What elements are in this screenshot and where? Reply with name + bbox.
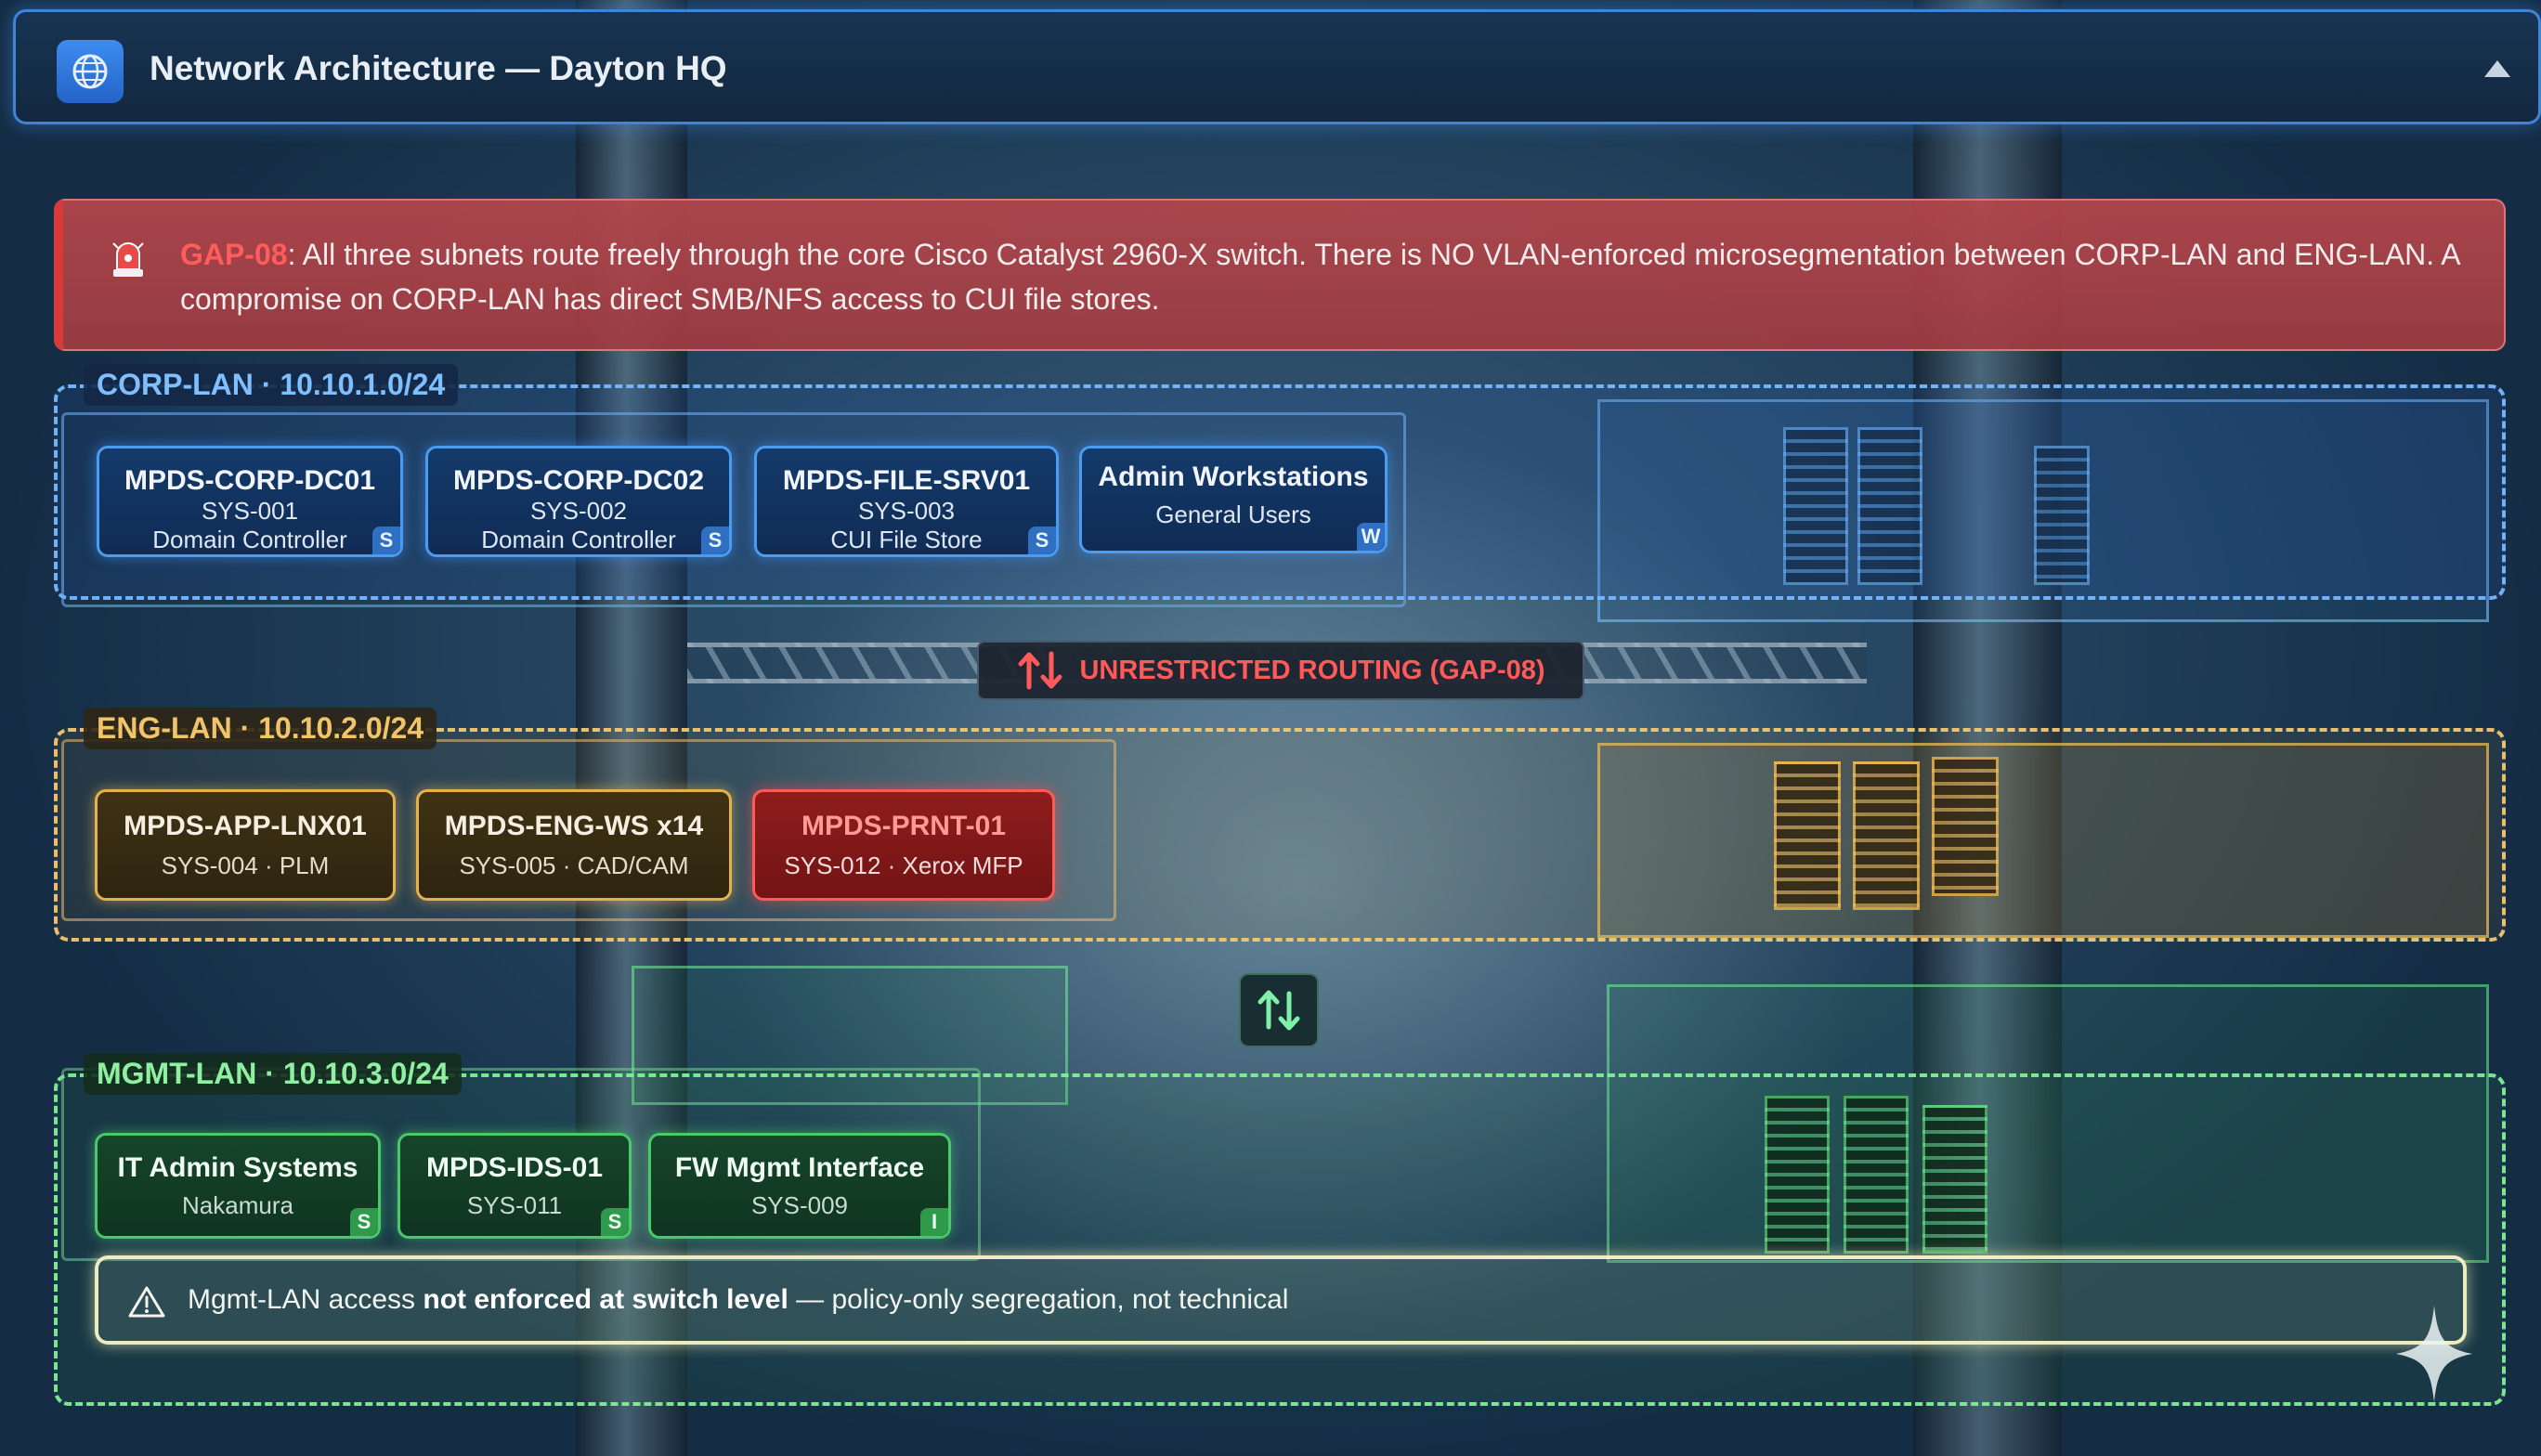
corp-lan-label: CORP-LAN · 10.10.1.0/24: [84, 364, 459, 406]
eng-lan-label: ENG-LAN · 10.10.2.0/24: [84, 708, 437, 749]
node-admin-workstations[interactable]: Admin Workstations General Users W: [1079, 446, 1388, 553]
background-server-rack: [1774, 761, 1841, 910]
background-server-rack: [1765, 1096, 1830, 1254]
alert-siren-icon: [110, 238, 147, 280]
node-detail: Nakamura: [182, 1191, 293, 1219]
mgmt-warning-bar: Mgmt-LAN access not enforced at switch l…: [95, 1255, 2467, 1345]
background-server-rack: [2034, 446, 2090, 585]
mgmt-lan-zone: [54, 1073, 2506, 1406]
mgmt-lan-label: MGMT-LAN · 10.10.3.0/24: [84, 1053, 462, 1095]
warning-suffix: — policy-only segregation, not technical: [788, 1284, 1289, 1315]
node-mpds-corp-dc01[interactable]: MPDS-CORP-DC01 SYS-001 Domain Controller…: [97, 446, 403, 557]
node-name: Admin Workstations: [1098, 462, 1369, 492]
node-name: MPDS-CORP-DC02: [452, 465, 705, 496]
node-role: CUI File Store: [830, 526, 983, 553]
node-mpds-ids-01[interactable]: MPDS-IDS-01 SYS-011 S: [397, 1133, 632, 1239]
node-detail: SYS-012 · Xerox MFP: [784, 852, 1023, 879]
sparkle-icon: [2396, 1306, 2472, 1402]
node-name: IT Admin Systems: [117, 1152, 358, 1183]
node-mpds-corp-dc02[interactable]: MPDS-CORP-DC02 SYS-002 Domain Controller…: [425, 446, 732, 557]
background-server-rack: [1844, 1096, 1909, 1254]
node-fw-mgmt-interface[interactable]: FW Mgmt Interface SYS-009 I: [648, 1133, 951, 1239]
unrestricted-routing-banner: UNRESTRICTED ROUTING (GAP-08): [977, 641, 1584, 700]
background-server-rack: [1932, 757, 1999, 896]
node-role: Domain Controller: [481, 526, 676, 553]
server-badge: S: [372, 526, 400, 554]
server-badge: S: [701, 526, 729, 554]
gap-alert-banner: GAP-08: All three subnets route freely t…: [54, 199, 2506, 351]
node-mpds-eng-ws[interactable]: MPDS-ENG-WS x14 SYS-005 · CAD/CAM: [416, 789, 732, 901]
background-server-rack: [1857, 427, 1922, 585]
node-id: SYS-002: [529, 497, 628, 525]
mgmt-lan-platform: [61, 1068, 981, 1261]
background-server-rack: [1922, 1105, 1987, 1254]
routing-label: UNRESTRICTED ROUTING (GAP-08): [1079, 655, 1545, 685]
node-name: MPDS-FILE-SRV01: [782, 465, 1031, 496]
background-server-rack: [1783, 427, 1848, 585]
node-mpds-app-lnx01[interactable]: MPDS-APP-LNX01 SYS-004 · PLM: [95, 789, 396, 901]
background-server-rack: [1853, 761, 1920, 910]
node-role: Domain Controller: [152, 526, 347, 553]
warning-triangle-icon: [128, 1286, 165, 1318]
alert-message: GAP-08: All three subnets route freely t…: [180, 232, 2493, 321]
bidirectional-arrows-icon: [1018, 651, 1062, 690]
corp-lan-platform: [61, 412, 1406, 607]
node-mpds-file-srv01[interactable]: MPDS-FILE-SRV01 SYS-003 CUI File Store S: [754, 446, 1059, 557]
node-name: MPDS-IDS-01: [425, 1152, 604, 1183]
node-name: MPDS-ENG-WS x14: [444, 811, 704, 841]
server-badge: S: [1028, 526, 1056, 554]
node-name: MPDS-APP-LNX01: [124, 811, 367, 841]
background-server-enclosure: [632, 966, 1068, 1105]
node-name: FW Mgmt Interface: [674, 1152, 925, 1183]
node-name: MPDS-PRNT-01: [801, 811, 1007, 841]
globe-icon: [57, 40, 124, 103]
caret-up-icon[interactable]: [2484, 60, 2510, 77]
node-role: General Users: [1155, 500, 1311, 528]
node-it-admin-systems[interactable]: IT Admin Systems Nakamura S: [95, 1133, 381, 1239]
server-badge: S: [350, 1208, 378, 1236]
warning-prefix: Mgmt-LAN access: [188, 1284, 424, 1315]
up-down-arrows-icon[interactable]: [1239, 973, 1319, 1047]
node-detail: SYS-004 · PLM: [161, 852, 330, 879]
server-badge: S: [601, 1208, 629, 1236]
background-server-enclosure: [1597, 743, 2489, 938]
node-id: SYS-001: [201, 497, 299, 525]
node-detail: SYS-005 · CAD/CAM: [459, 852, 689, 879]
warning-emphasis: not enforced at switch level: [423, 1284, 788, 1315]
node-name: MPDS-CORP-DC01: [124, 465, 376, 496]
eng-lan-platform: [61, 739, 1116, 921]
window-header: Network Architecture — Dayton HQ: [13, 9, 2541, 124]
page-title: Network Architecture — Dayton HQ: [150, 49, 727, 87]
node-detail: SYS-009: [750, 1191, 849, 1219]
alert-body-text: : All three subnets route freely through…: [180, 238, 2459, 316]
alert-gap-code: GAP-08: [180, 238, 288, 271]
background-server-enclosure: [1597, 399, 2489, 622]
background-server-enclosure: [1607, 984, 2489, 1263]
node-mpds-prnt-01[interactable]: MPDS-PRNT-01 SYS-012 · Xerox MFP: [752, 789, 1055, 901]
node-detail: SYS-011: [466, 1191, 563, 1219]
node-id: SYS-003: [857, 497, 956, 525]
warning-message: Mgmt-LAN access not enforced at switch l…: [188, 1280, 1288, 1320]
interface-badge: I: [920, 1208, 948, 1236]
workstation-badge: W: [1357, 523, 1385, 551]
